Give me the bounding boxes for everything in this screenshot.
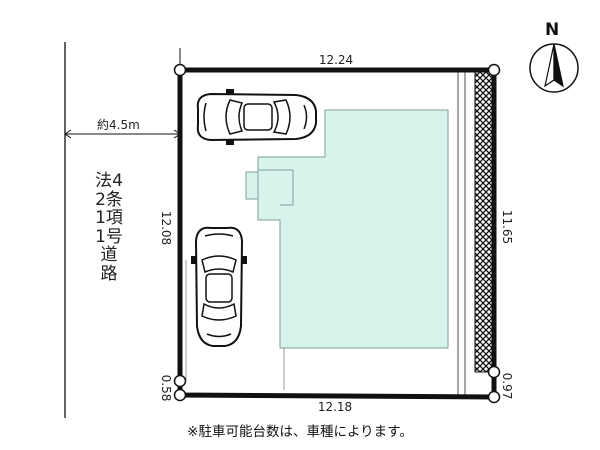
building-footprint <box>257 109 449 349</box>
north-arrow-icon: N <box>529 20 579 93</box>
corner-marker <box>173 388 187 402</box>
corner-marker <box>487 390 501 404</box>
corner-marker <box>173 374 187 388</box>
road-type-label: 法42条1項1号道路 <box>95 171 123 284</box>
bottom-left-offset-label: 0.58 <box>159 375 173 402</box>
right-dimension-label: 11.65 <box>500 210 514 244</box>
compass-label: N <box>545 20 559 40</box>
car-icon <box>191 226 247 347</box>
bottom-dimension-label: 12.18 <box>318 400 352 414</box>
left-dimension-label: 12.08 <box>159 211 173 245</box>
corner-marker <box>487 63 501 77</box>
building-bay <box>245 171 259 200</box>
corner-marker <box>487 365 501 379</box>
top-dimension-label: 12.24 <box>319 53 353 67</box>
corner-marker <box>173 63 187 77</box>
car-icon <box>196 89 317 145</box>
parking-note: ※駐車可能台数は、車種によります。 <box>187 424 413 440</box>
road-width-label: 約4.5m <box>97 117 140 132</box>
hatched-strip <box>474 71 495 373</box>
bottom-right-offset-label: 0.97 <box>500 373 514 400</box>
